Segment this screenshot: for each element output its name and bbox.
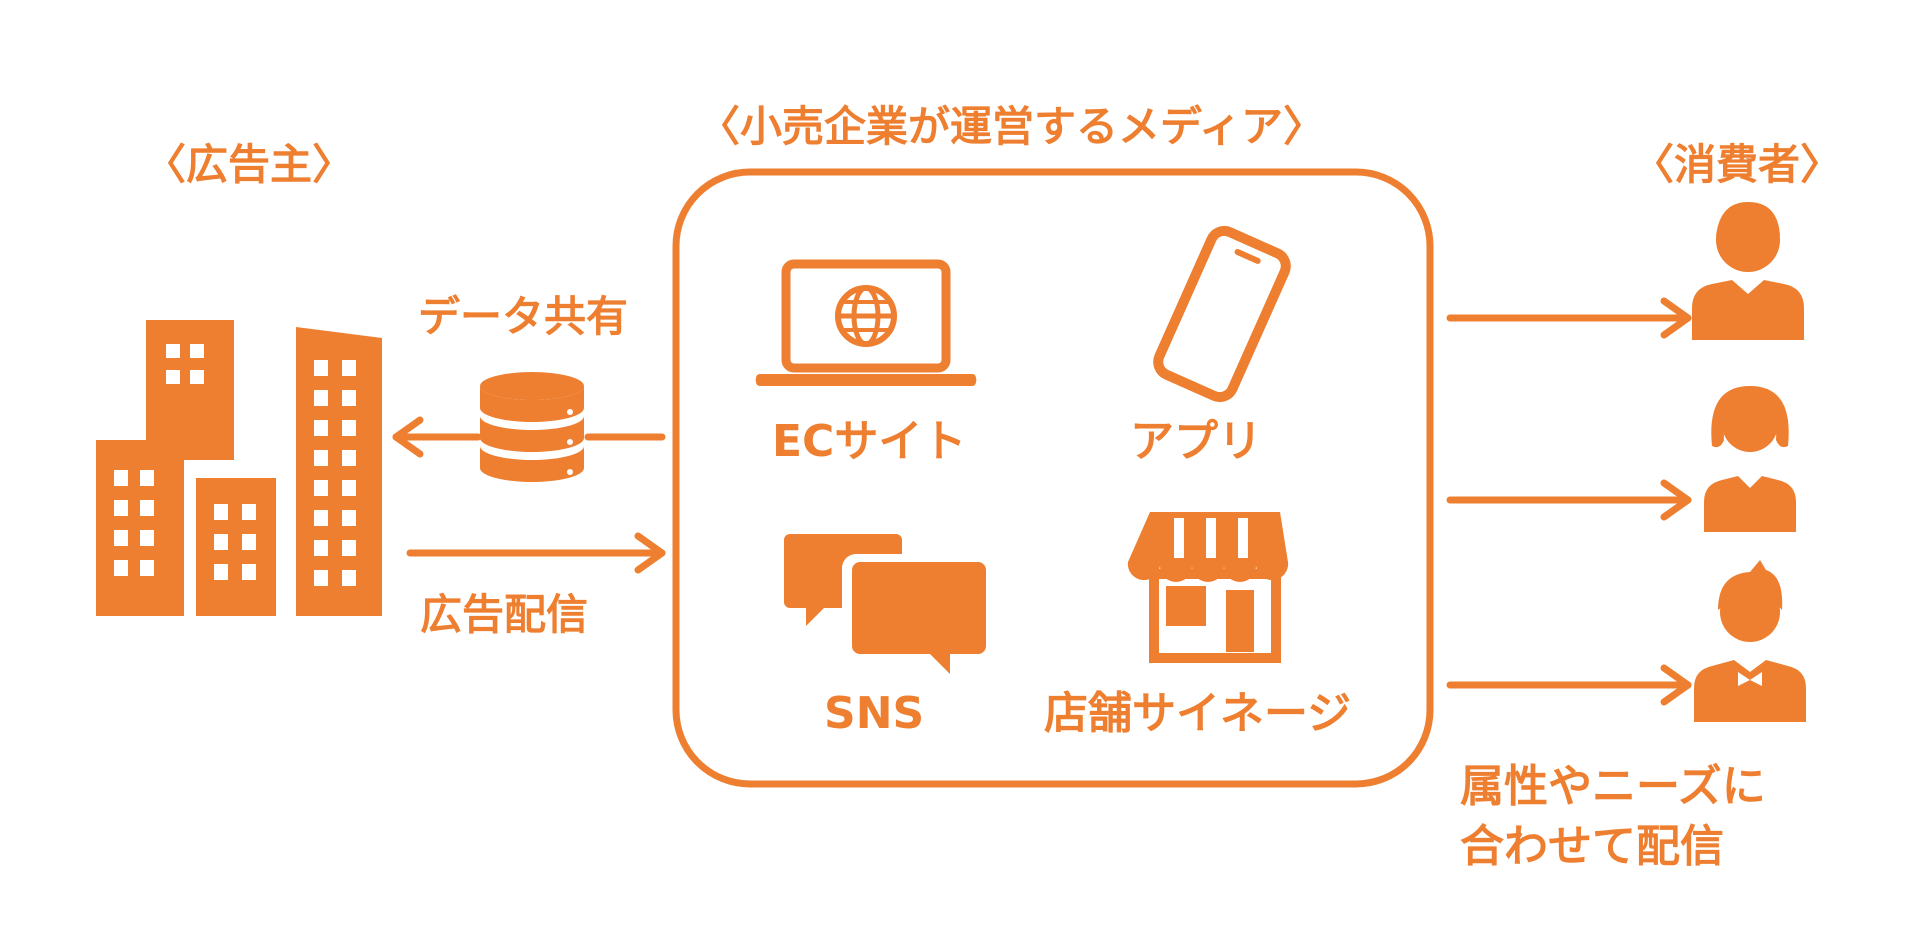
chat-bubbles-icon <box>784 534 986 674</box>
woman-person-icon <box>1704 386 1796 532</box>
channel-signage-label: 店舗サイネージ <box>1044 688 1352 739</box>
delivery-note-line1: 属性やニーズに <box>1460 761 1766 812</box>
channel-app-label: アプリ <box>1130 416 1262 467</box>
ad-delivery-arrow <box>406 532 666 574</box>
data-sharing-label: データ共有 <box>418 292 629 341</box>
consumer-arrows <box>1446 297 1692 706</box>
channel-sns-label: SNS <box>824 688 925 739</box>
delivery-note-line2: 合わせて配信 <box>1460 821 1724 872</box>
data-sharing-arrow <box>392 416 666 458</box>
media-frame <box>672 168 1434 788</box>
boy-person-icon <box>1694 560 1806 722</box>
ad-delivery-label: 広告配信 <box>420 590 589 639</box>
advertiser-heading: 〈広告主〉 <box>144 140 355 189</box>
storefront-icon <box>1127 512 1289 663</box>
man-person-icon <box>1692 202 1804 340</box>
buildings-icon <box>96 320 382 616</box>
laptop-globe-icon <box>755 259 977 387</box>
smartphone-icon <box>1153 225 1291 403</box>
channel-ec-site-label: ECサイト <box>772 416 967 467</box>
consumers-heading: 〈消費者〉 <box>1632 140 1843 189</box>
database-icon <box>480 372 584 482</box>
media-heading: 〈小売企業が運営するメディア〉 <box>698 102 1326 151</box>
